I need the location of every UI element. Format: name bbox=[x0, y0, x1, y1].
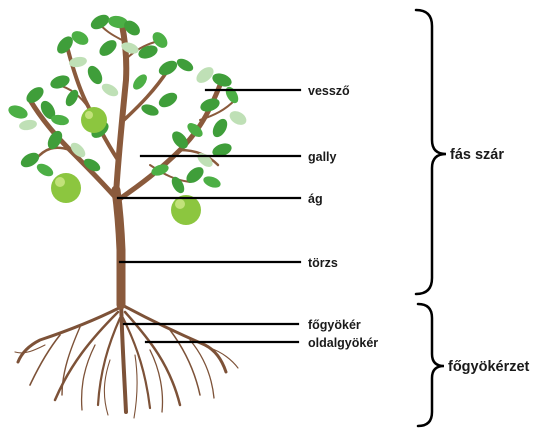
apple bbox=[51, 173, 81, 203]
leaf bbox=[35, 161, 56, 179]
label-vesszo: vessző bbox=[308, 84, 350, 98]
leaf bbox=[202, 174, 222, 190]
leaf bbox=[156, 90, 179, 110]
group-label-fogyokerzet: főgyökérzet bbox=[448, 359, 530, 375]
root-branch bbox=[55, 312, 118, 400]
leaf bbox=[96, 37, 119, 59]
leaf bbox=[85, 63, 105, 86]
leaf bbox=[183, 164, 206, 186]
apple-highlight bbox=[85, 111, 93, 119]
root-branch bbox=[82, 345, 95, 410]
leaf bbox=[193, 64, 216, 86]
apples bbox=[51, 107, 201, 225]
label-torzs: törzs bbox=[308, 256, 338, 270]
root-branch bbox=[124, 306, 226, 372]
leaf bbox=[7, 103, 30, 121]
leaf bbox=[227, 108, 249, 127]
group-label-fas-szar: fás szár bbox=[450, 147, 504, 163]
root-branch bbox=[104, 360, 110, 415]
leader-lines bbox=[118, 90, 300, 342]
root-branch bbox=[18, 308, 119, 362]
leaf bbox=[18, 119, 37, 132]
apple bbox=[171, 195, 201, 225]
twig bbox=[35, 148, 70, 160]
label-fogyoker: főgyökér bbox=[308, 318, 361, 332]
leaf bbox=[175, 56, 196, 74]
leaf bbox=[88, 12, 111, 32]
root-system bbox=[15, 300, 238, 418]
foliage bbox=[7, 12, 249, 195]
leaf bbox=[156, 58, 179, 78]
brace-fogyokerzet bbox=[418, 304, 444, 426]
brace-fas-szar bbox=[416, 10, 446, 294]
leaf bbox=[210, 116, 230, 139]
apple bbox=[81, 107, 107, 133]
leaf bbox=[140, 102, 160, 118]
label-ag: ág bbox=[308, 192, 323, 206]
root-branch bbox=[125, 312, 180, 405]
apple-highlight bbox=[55, 177, 65, 187]
label-oldalgyoker: oldalgyökér bbox=[308, 336, 378, 350]
leaf bbox=[130, 72, 149, 92]
root-branch bbox=[134, 355, 137, 418]
main-root bbox=[121, 300, 126, 412]
leaf bbox=[137, 43, 160, 61]
leaf bbox=[69, 28, 91, 47]
apple-highlight bbox=[175, 199, 185, 209]
trunk bbox=[116, 190, 121, 305]
leaf bbox=[100, 81, 121, 99]
label-gally: gally bbox=[308, 150, 337, 164]
